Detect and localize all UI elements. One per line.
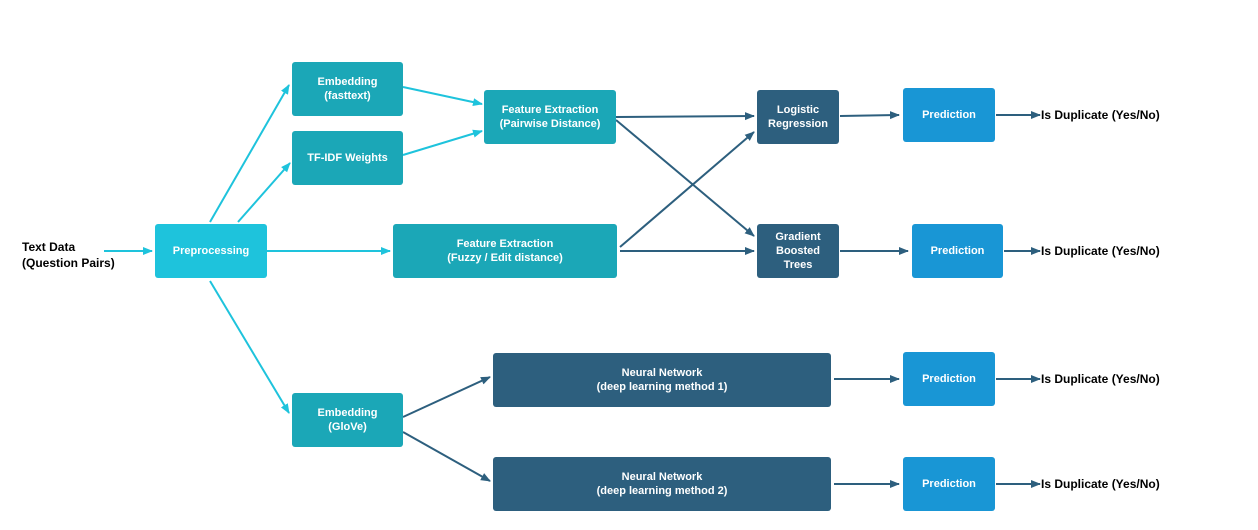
arrow-preprocessing-to-glove: [209, 280, 290, 414]
arrow-pairwise-to-logistic: [615, 112, 755, 121]
input-label-line2: (Question Pairs): [22, 255, 115, 270]
nn1-line1: Neural Network: [621, 366, 703, 379]
output-label-3: Is Duplicate (Yes/No): [1041, 372, 1160, 386]
nn2-line1: Neural Network: [621, 470, 703, 483]
output-label-1: Is Duplicate (Yes/No): [1041, 108, 1160, 122]
gradient-boosted-trees-node: Gradient Boosted Trees: [757, 224, 839, 278]
logistic-line2: Regression: [768, 118, 828, 130]
arrow-glove-to-nn2: [402, 431, 491, 482]
gbt-line1: Gradient: [775, 230, 821, 243]
embedding-glove-line2: (GloVe): [328, 421, 367, 433]
embedding-fasttext-line2: (fasttext): [324, 90, 371, 102]
arrow-glove-to-nn1: [402, 376, 491, 418]
logistic-line1: Logistic: [776, 103, 820, 116]
arrow-preprocessing-to-tfidf: [237, 162, 291, 223]
neural-network-1-node: Neural Network (deep learning method 1): [493, 353, 831, 407]
embedding-glove-node: Embedding (GloVe): [292, 393, 403, 447]
input-label: Text Data (Question Pairs): [22, 240, 115, 271]
arrow-pairwise-to-gbt: [615, 119, 755, 237]
feature-extraction-pairwise-node: Feature Extraction (Pairwise Distance): [484, 90, 616, 144]
embedding-fasttext-line1: Embedding: [317, 75, 378, 88]
logistic-regression-node: Logistic Regression: [757, 90, 839, 144]
prediction-label: Prediction: [930, 244, 985, 257]
feature-extraction-fuzzy-node: Feature Extraction (Fuzzy / Edit distanc…: [393, 224, 617, 278]
gbt-line3: Trees: [783, 259, 813, 272]
arrow-fuzzy-to-logistic: [619, 131, 755, 248]
feature-fuzzy-line2: (Fuzzy / Edit distance): [447, 252, 563, 264]
output-label-2: Is Duplicate (Yes/No): [1041, 244, 1160, 258]
prediction-node-1: Prediction: [903, 88, 995, 142]
prediction-label: Prediction: [922, 108, 976, 121]
feature-pairwise-line2: (Pairwise Distance): [499, 118, 601, 130]
arrow-logistic-to-prediction: [839, 111, 900, 120]
tfidf-weights-node: TF-IDF Weights: [292, 131, 403, 185]
neural-network-2-node: Neural Network (deep learning method 2): [493, 457, 831, 511]
nn2-line2: (deep learning method 2): [596, 485, 728, 497]
arrow-fasttext-to-pairwise: [402, 86, 483, 107]
preprocessing-label: Preprocessing: [172, 244, 250, 257]
prediction-node-3: Prediction: [903, 352, 995, 406]
output-label-4: Is Duplicate (Yes/No): [1041, 477, 1160, 491]
feature-pairwise-line1: Feature Extraction: [501, 103, 599, 116]
input-label-line1: Text Data: [22, 240, 76, 254]
embedding-fasttext-node: Embedding (fasttext): [292, 62, 403, 116]
preprocessing-node: Preprocessing: [155, 224, 267, 278]
arrow-preprocessing-to-fasttext: [209, 84, 290, 223]
prediction-node-4: Prediction: [903, 457, 995, 511]
prediction-node-2: Prediction: [912, 224, 1003, 278]
nn1-line2: (deep learning method 1): [596, 381, 728, 393]
prediction-label: Prediction: [922, 477, 976, 490]
tfidf-weights-label: TF-IDF Weights: [307, 151, 388, 164]
feature-fuzzy-line1: Feature Extraction: [456, 237, 554, 250]
arrow-tfidf-to-pairwise: [402, 129, 483, 156]
prediction-label: Prediction: [922, 372, 976, 385]
embedding-glove-line1: Embedding: [317, 406, 378, 419]
gbt-line2: Boosted: [776, 244, 820, 257]
